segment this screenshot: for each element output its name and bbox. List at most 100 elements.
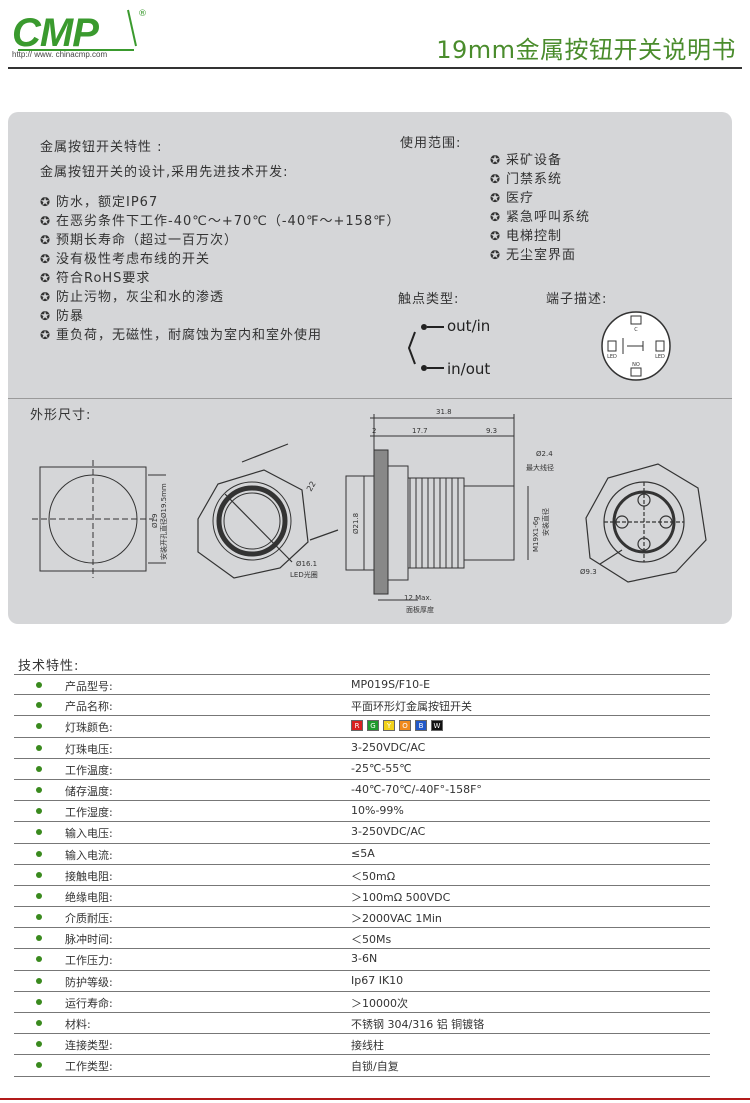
star-icon: ✪	[490, 172, 502, 186]
rear-view	[585, 463, 707, 583]
spec-row: 材料:不锈钢 304/316 铝 铜镀铬	[14, 1013, 710, 1035]
bullet-icon	[36, 765, 42, 772]
spec-row: 产品名称:平面环形灯金属按钮开关	[14, 695, 710, 717]
page-header: CMP ® http:// www. chinacmp.com 19mm金属按钮…	[0, 0, 750, 80]
usage-heading: 使用范围:	[400, 136, 462, 151]
svg-text:2: 2	[372, 427, 376, 435]
svg-text:Ø21.8: Ø21.8	[352, 513, 360, 534]
bullet-icon	[36, 744, 42, 751]
bullet-icon	[36, 702, 42, 709]
star-icon: ✪	[40, 214, 52, 228]
usage-item: ✪电梯控制	[490, 229, 563, 244]
spec-row: 工作压力:3-6N	[14, 949, 710, 971]
star-icon: ✪	[40, 195, 52, 209]
spec-row: 绝缘电阻:＞100mΩ 500VDC	[14, 886, 710, 908]
spec-table: 产品型号:MP019S/F10-E 产品名称:平面环形灯金属按钮开关 灯珠颜色:…	[14, 674, 710, 1077]
color-swatch-green: G	[367, 720, 379, 732]
side-view	[345, 414, 529, 601]
bullet-icon	[36, 998, 42, 1005]
bullet-icon	[36, 977, 42, 984]
star-icon: ✪	[490, 191, 502, 205]
star-icon: ✪	[490, 210, 502, 224]
header-divider	[8, 67, 742, 69]
svg-text:31.8: 31.8	[436, 408, 452, 416]
spec-row: 工作温度:-25℃-55℃	[14, 759, 710, 780]
bullet-icon	[36, 1041, 42, 1048]
svg-text:C: C	[634, 327, 638, 333]
svg-text:安装直径: 安装直径	[541, 508, 550, 536]
spec-row: 储存温度:-40℃-70℃/-40F°-158F°	[14, 780, 710, 802]
terminal-diagram: C NO LED LED	[601, 311, 671, 381]
svg-text:LED: LED	[607, 354, 617, 360]
svg-text:Ø16.1: Ø16.1	[296, 560, 317, 568]
features-list: ✪防水，额定IP67 ✪在恶劣条件下工作-40℃～+70℃（-40℉～+158℉…	[40, 193, 401, 345]
color-swatch-yellow: Y	[383, 720, 395, 732]
contact-diagram	[407, 324, 444, 371]
spec-row: 输入电流:≤5A	[14, 844, 710, 865]
star-icon: ✪	[490, 229, 502, 243]
feature-item: ✪没有极性考虑布线的开关	[40, 252, 211, 267]
bullet-icon	[36, 850, 42, 857]
svg-text:CMP: CMP	[12, 11, 99, 55]
bullet-icon	[36, 914, 42, 921]
svg-text:安装开孔直径Ø19.5mm: 安装开孔直径Ø19.5mm	[159, 483, 168, 560]
panel-divider	[8, 398, 732, 399]
bullet-icon	[36, 892, 42, 899]
feature-item: ✪在恶劣条件下工作-40℃～+70℃（-40℉～+158℉）	[40, 214, 401, 229]
bullet-icon	[36, 829, 42, 836]
front-view-hex	[197, 443, 339, 579]
star-icon: ✪	[40, 233, 52, 247]
spec-row: 接触电阻:＜50mΩ	[14, 865, 710, 886]
svg-text:面板厚度: 面板厚度	[406, 605, 434, 614]
feature-item: ✪符合RoHS要求	[40, 271, 151, 286]
svg-text:Ø2.4: Ø2.4	[536, 450, 553, 458]
feature-item: ✪预期长寿命（超过一百万次）	[40, 233, 239, 248]
spec-row: 防护等级:Ip67 IK10	[14, 971, 710, 992]
brand-url: http:// www. chinacmp.com	[12, 50, 108, 59]
usage-item: ✪门禁系统	[490, 172, 563, 187]
spec-row: 灯珠电压:3-250VDC/AC	[14, 738, 710, 759]
spec-row: 连接类型:接线柱	[14, 1034, 710, 1056]
features-intro: 金属按钮开关的设计,采用先进技术开发:	[40, 165, 289, 180]
contact-in-label: in/out	[447, 360, 491, 378]
usage-list: ✪采矿设备 ✪门禁系统 ✪医疗 ✪紧急呼叫系统 ✪电梯控制 ✪无尘室界面	[490, 151, 590, 265]
bullet-icon	[36, 786, 42, 793]
bullet-icon	[36, 935, 42, 942]
specs-heading: 技术特性:	[18, 659, 80, 674]
spec-row: 工作类型:自锁/自复	[14, 1055, 710, 1077]
svg-text:Ø9.3: Ø9.3	[580, 568, 597, 576]
bullet-icon	[36, 871, 42, 878]
page-title: 19mm金属按钮开关说明书	[436, 36, 736, 64]
svg-text:9.3: 9.3	[486, 427, 497, 435]
feature-item: ✪防暴	[40, 309, 85, 324]
svg-text:M19X1-6g: M19X1-6g	[532, 516, 540, 552]
bullet-icon	[36, 1020, 42, 1026]
svg-text:®: ®	[138, 9, 147, 19]
usage-item: ✪医疗	[490, 191, 535, 206]
bullet-icon	[36, 808, 42, 815]
spec-row: 脉冲时间:＜50Ms	[14, 928, 710, 950]
svg-text:Ø19: Ø19	[151, 514, 159, 528]
contact-type-heading: 触点类型:	[398, 292, 460, 307]
usage-item: ✪紧急呼叫系统	[490, 210, 591, 225]
star-icon: ✪	[490, 153, 502, 167]
svg-text:LED: LED	[655, 354, 665, 360]
star-icon: ✪	[40, 290, 52, 304]
spec-row: 灯珠颜色: R G Y O B W	[14, 716, 710, 738]
spec-row: 运行寿命:＞10000次	[14, 992, 710, 1013]
feature-item: ✪防止污物，灰尘和水的渗透	[40, 290, 225, 305]
terminal-desc-heading: 端子描述:	[546, 292, 608, 307]
usage-item: ✪无尘室界面	[490, 248, 577, 263]
bullet-icon	[36, 682, 42, 688]
star-icon: ✪	[40, 252, 52, 266]
color-swatch-blue: B	[415, 720, 427, 732]
dimension-drawings: Ø19 安装开孔直径Ø19.5mm 22 Ø16.1 LED光圈 31.8 2 …	[32, 408, 707, 614]
spec-row: 输入电压:3-250VDC/AC	[14, 822, 710, 844]
spec-row: 介质耐压:＞2000VAC 1Min	[14, 907, 710, 929]
svg-text:22: 22	[305, 480, 318, 493]
cmp-logo: CMP ®	[12, 9, 147, 55]
usage-item: ✪采矿设备	[490, 153, 563, 168]
star-icon: ✪	[490, 248, 502, 262]
star-icon: ✪	[40, 271, 52, 285]
contact-out-label: out/in	[447, 317, 491, 335]
